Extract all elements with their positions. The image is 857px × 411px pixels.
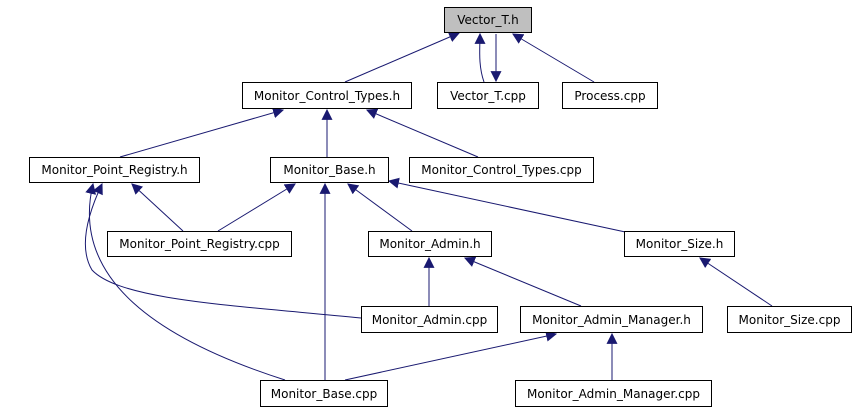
edge-vector-t-cpp-to-vector-t-h [474, 32, 486, 83]
edge-msize-h-to-mbase-h [387, 177, 631, 234]
edge-mam-h-to-madmin-h [463, 256, 582, 307]
node-monitor-point-registry-cpp[interactable]: Monitor_Point_Registry.cpp [107, 231, 292, 257]
edge-mpr-cpp-to-mbase-h [217, 183, 296, 232]
node-monitor-admin-cpp[interactable]: Monitor_Admin.cpp [361, 306, 498, 333]
node-monitor-control-types-cpp[interactable]: Monitor_Control_Types.cpp [409, 157, 594, 183]
edge-mbase-cpp-to-mam-h [344, 330, 558, 381]
node-process-cpp[interactable]: Process.cpp [562, 82, 658, 109]
node-monitor-base-h[interactable]: Monitor_Base.h [270, 157, 389, 183]
edge-mpr-cpp-to-mpr-h [131, 183, 184, 232]
node-vector-t-cpp[interactable]: Vector_T.cpp [437, 82, 539, 109]
edge-mpr-h-to-mct-h [119, 107, 285, 158]
edge-msize-cpp-to-msize-h [699, 257, 773, 307]
node-monitor-admin-manager-h[interactable]: Monitor_Admin_Manager.h [520, 306, 703, 333]
node-monitor-admin-manager-cpp[interactable]: Monitor_Admin_Manager.cpp [515, 380, 712, 407]
node-monitor-size-cpp[interactable]: Monitor_Size.cpp [727, 306, 852, 333]
node-vector-t-h: Vector_T.h [444, 7, 532, 33]
node-monitor-point-registry-h[interactable]: Monitor_Point_Registry.h [29, 157, 200, 183]
node-monitor-size-h[interactable]: Monitor_Size.h [624, 231, 735, 257]
node-monitor-control-types-h[interactable]: Monitor_Control_Types.h [242, 82, 412, 109]
edge-mbase-cpp-to-mpr-h [85, 182, 286, 381]
edge-madmin-cpp-to-mpr-h [84, 183, 362, 319]
edge-madmin-h-to-mbase-h [347, 183, 413, 232]
edge-process-cpp-to-vector-t-h [512, 33, 595, 83]
node-monitor-base-cpp[interactable]: Monitor_Base.cpp [260, 380, 388, 407]
edge-mct-h-to-vector-t-h [344, 31, 461, 83]
edge-mct-cpp-to-mct-h [365, 108, 479, 158]
node-monitor-admin-h[interactable]: Monitor_Admin.h [368, 231, 492, 257]
